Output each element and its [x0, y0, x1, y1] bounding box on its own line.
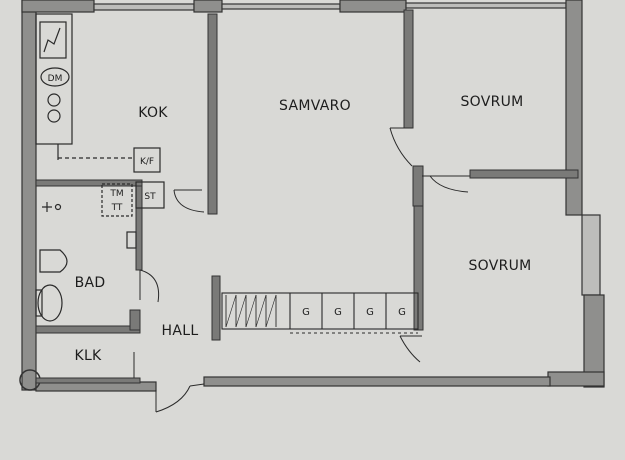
wardrobe-label: G [302, 307, 310, 318]
fixture-label-tm: TM [109, 189, 123, 199]
wardrobes [221, 292, 419, 334]
room-label-bad: BAD [75, 275, 106, 291]
room-label-sovrum-2: SOVRUM [468, 258, 531, 274]
room-label-hall: HALL [162, 323, 199, 339]
interior-walls [35, 9, 579, 384]
wardrobe-label: G [334, 307, 342, 318]
outer-walls [21, 0, 605, 392]
fixture-label-tt: TT [111, 203, 123, 213]
room-label-samvaro: SAMVARO [279, 98, 351, 114]
fixture-label-kf: K/F [140, 157, 154, 167]
fixture-label-st: ST [144, 192, 156, 202]
wardrobe-label: G [398, 307, 406, 318]
room-label-sovrum-1: SOVRUM [460, 94, 523, 110]
bath-fixtures [35, 202, 137, 322]
door-swings [133, 127, 470, 413]
kitchen-counter [35, 13, 165, 217]
room-label-kok: KOK [138, 105, 168, 121]
fixture-label-dm: DM [48, 74, 63, 84]
dishwasher-symbol [40, 67, 70, 87]
wardrobe-label: G [366, 307, 374, 318]
room-label-klk: KLK [74, 348, 102, 364]
